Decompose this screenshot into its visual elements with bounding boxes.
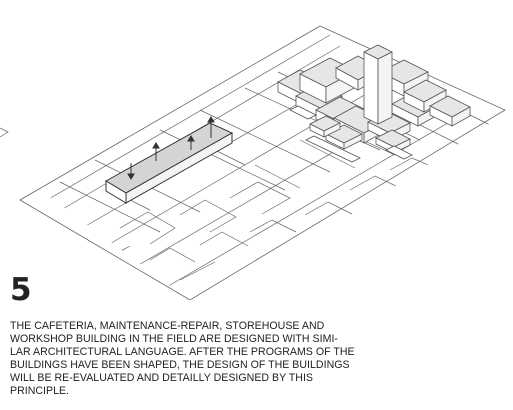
left-edge-mark (0, 127, 9, 138)
building-block (403, 79, 447, 113)
highlighted-building-top (105, 122, 234, 194)
highlighted-building (105, 122, 234, 204)
site-axonometric-diagram (0, 25, 506, 300)
site-ground-outline (19, 25, 506, 300)
building-block (429, 95, 471, 127)
up-arrow-icon (152, 142, 160, 161)
description-text: THE CAFETERIA, MAINTENANCE-REPAIR, STORE… (10, 320, 355, 397)
walkway (385, 145, 413, 160)
down-arrow-icon (127, 163, 135, 180)
walkway (305, 135, 361, 163)
highlighted-building-side (125, 132, 233, 204)
walkway (289, 105, 317, 120)
height-arrows (127, 116, 215, 180)
site-grid (29, 34, 491, 289)
tower-building (363, 44, 393, 125)
building-cluster (277, 44, 471, 163)
up-arrow-icon (207, 116, 215, 138)
up-arrow-icon (187, 135, 195, 150)
step-number: 5 (10, 272, 32, 308)
building-block (309, 115, 341, 138)
